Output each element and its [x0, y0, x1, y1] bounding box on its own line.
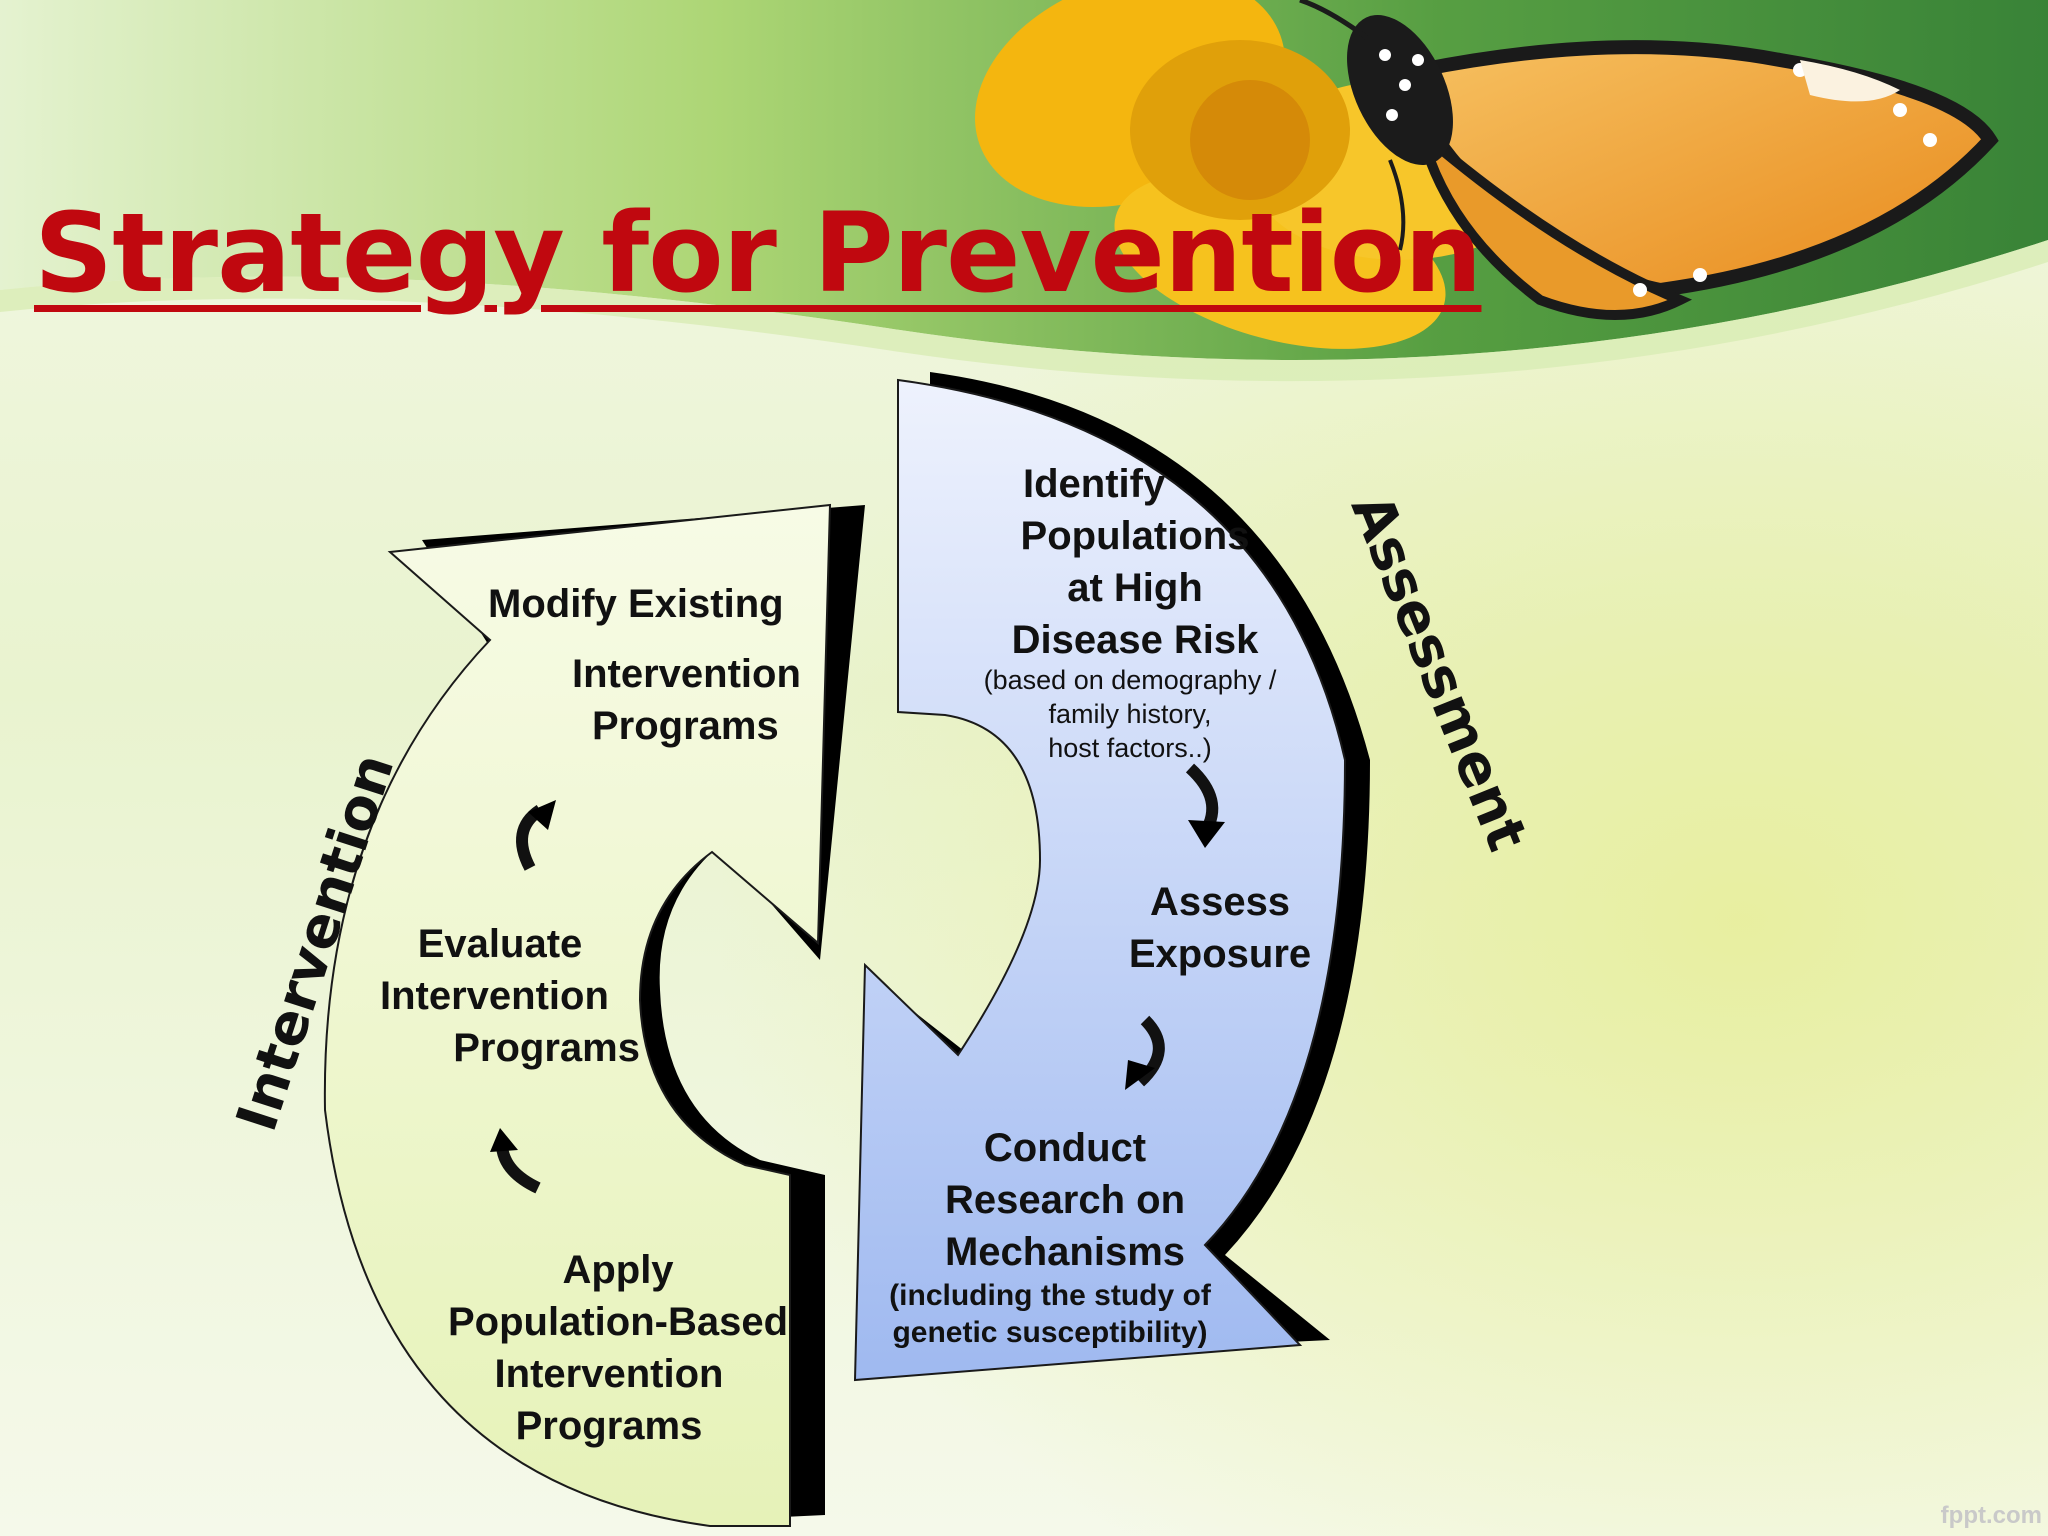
modify-line-3: Programs [592, 704, 779, 748]
intervention-step-evaluate: Evaluate Intervention Programs [370, 918, 650, 1074]
modify-line-1: Modify Existing [488, 582, 784, 626]
curved-arrow-icon [1125, 1060, 1155, 1090]
evaluate-line-2: Intervention [380, 974, 609, 1018]
assess-line-2: Exposure [1128, 932, 1312, 976]
curved-arrow-icon [1135, 1015, 1165, 1087]
assess-line-1: Assess [1149, 880, 1291, 924]
conduct-line-2: Research on [944, 1178, 1186, 1222]
identify-line-2: Populations [1020, 514, 1250, 558]
identify-line-4: Disease Risk [1011, 618, 1259, 662]
apply-line-2: Population-Based [448, 1300, 789, 1344]
intervention-step-modify: Modify Existing Intervention Programs [470, 578, 830, 752]
butterfly-icon [1299, 0, 1999, 320]
modify-line-2: Intervention [572, 652, 801, 696]
identify-line-3: at High [1067, 566, 1203, 610]
intervention-step-apply: Apply Population-Based Intervention Prog… [438, 1244, 798, 1452]
conduct-note-1: (including the study of [889, 1279, 1211, 1312]
identify-note-1: (based on demography / [983, 665, 1277, 695]
curved-arrow-icon [490, 1128, 518, 1152]
assessment-step-conduct-research: Conduct Research on Mechanisms [910, 1122, 1220, 1278]
identify-line-1: Identify [1023, 462, 1166, 506]
fppt-watermark: fppt.com [1940, 1502, 2042, 1529]
conduct-line-1: Conduct [983, 1126, 1147, 1170]
evaluate-line-3: Programs [453, 1026, 640, 1070]
evaluate-line-1: Evaluate [417, 922, 583, 966]
intervention-arrow [323, 503, 832, 1527]
assessment-step-identify: Identify Populations at High Disease Ris… [985, 458, 1285, 666]
identify-note-2: family history, [1048, 699, 1212, 729]
apply-line-4: Programs [515, 1404, 703, 1448]
curved-arrow-icon [528, 800, 556, 830]
apply-line-1: Apply [562, 1248, 674, 1292]
assessment-step-assess-exposure: Assess Exposure [1110, 876, 1330, 980]
apply-line-3: Intervention [494, 1352, 724, 1396]
assessment-step-identify-note: (based on demography / family history, h… [980, 663, 1280, 765]
curved-arrow-icon [1188, 820, 1225, 848]
conduct-line-3: Mechanisms [944, 1230, 1186, 1274]
slide-title: Strategy for Prevention [34, 189, 1482, 317]
assessment-arrow [853, 378, 1347, 1382]
assessment-step-conduct-note: (including the study of genetic suscepti… [870, 1277, 1230, 1351]
identify-note-3: host factors..) [1048, 733, 1212, 763]
conduct-note-2: genetic susceptibility) [892, 1316, 1208, 1349]
